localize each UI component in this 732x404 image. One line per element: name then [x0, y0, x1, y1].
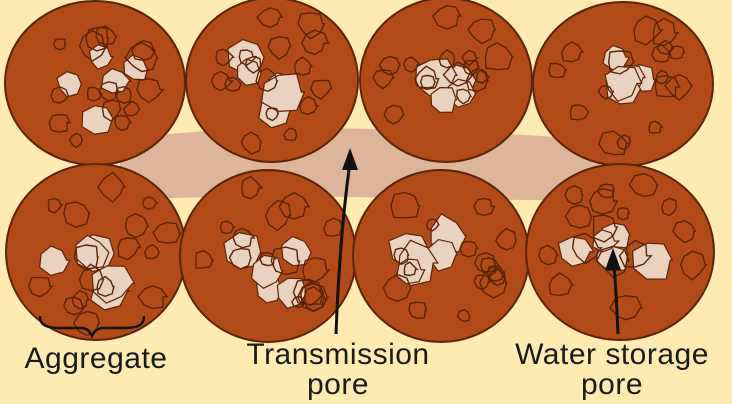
transmission-pore-label: Transmission pore	[228, 340, 448, 400]
aggregate	[186, 0, 358, 162]
aggregate-label: Aggregate	[6, 344, 186, 374]
aggregate	[353, 170, 529, 342]
aggregate	[526, 164, 714, 340]
aggregate	[5, 1, 185, 165]
aggregate	[533, 2, 713, 166]
aggregate	[360, 0, 532, 162]
aggregate	[6, 164, 186, 340]
aggregate	[180, 170, 356, 342]
water-storage-pore-label: Water storage pore	[494, 340, 730, 400]
storage-pore	[431, 88, 456, 113]
transmission-pore	[120, 128, 600, 200]
